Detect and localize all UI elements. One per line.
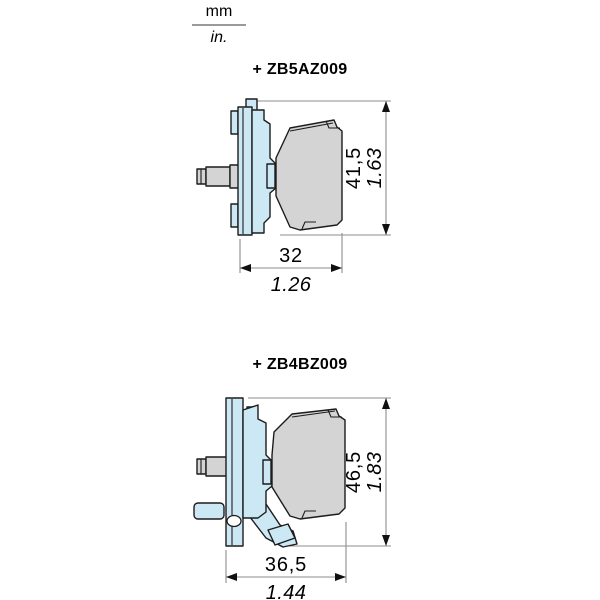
figure-2-title: + ZB4BZ009	[252, 356, 348, 373]
units-in-label: in.	[210, 28, 228, 46]
figure-2-height-dimension: 46,5 1.83	[248, 397, 391, 547]
figure-1-contact-block	[275, 119, 343, 231]
figure-1-mounting-plate	[230, 98, 277, 236]
arrow-down	[382, 224, 390, 235]
figure-1-width-mm: 32	[279, 245, 303, 267]
arrow-right	[335, 573, 346, 581]
figure-1-height-in: 1.63	[364, 148, 386, 189]
latch-foot	[267, 523, 296, 546]
figure-2-mounting-plate	[193, 397, 298, 548]
figure-2-height-mm: 46,5	[343, 451, 365, 493]
figure-1-width-dimension: 32 1.26	[239, 233, 343, 296]
figure-1-part-side-view: 41,5 1.63	[196, 98, 391, 296]
latch-knob	[193, 502, 225, 520]
figure-1-width-in: 1.26	[271, 274, 312, 296]
figure-2-width-dimension: 36,5 1.44	[225, 522, 347, 600]
plate-body	[237, 106, 253, 236]
plate-center-latch	[262, 459, 272, 485]
units-mm-label: mm	[192, 3, 246, 26]
arrow-left	[226, 573, 237, 581]
figure-2-width-mm: 36,5	[265, 554, 307, 576]
figure-1-height-dimension: 41,5 1.63	[257, 100, 391, 236]
arrow-right	[331, 264, 342, 272]
figure-1-height-mm: 41,5	[343, 147, 365, 189]
arrow-up	[382, 398, 390, 409]
figure-2-part-side-view: 46,5 1.83	[193, 397, 391, 600]
figure-1-shaft	[196, 164, 240, 189]
arrow-left	[240, 264, 251, 272]
plate-left-tab-top	[230, 110, 239, 135]
arrow-up	[382, 101, 390, 112]
arrow-down	[382, 535, 390, 546]
figure-1-title: + ZB5AZ009	[252, 61, 348, 78]
figure-2-contact-block	[271, 408, 346, 520]
plate-left-tab-bottom	[230, 203, 239, 228]
plate-center-latch	[266, 163, 276, 189]
units-legend: mm in.	[192, 3, 246, 46]
figure-2-shaft	[196, 456, 228, 477]
latch-hole	[226, 514, 242, 528]
contact-block-outline	[275, 119, 343, 231]
contact-block-outline	[271, 408, 346, 520]
figure-2-height-in: 1.83	[364, 452, 386, 493]
figure-2-width-in: 1.44	[266, 582, 307, 600]
